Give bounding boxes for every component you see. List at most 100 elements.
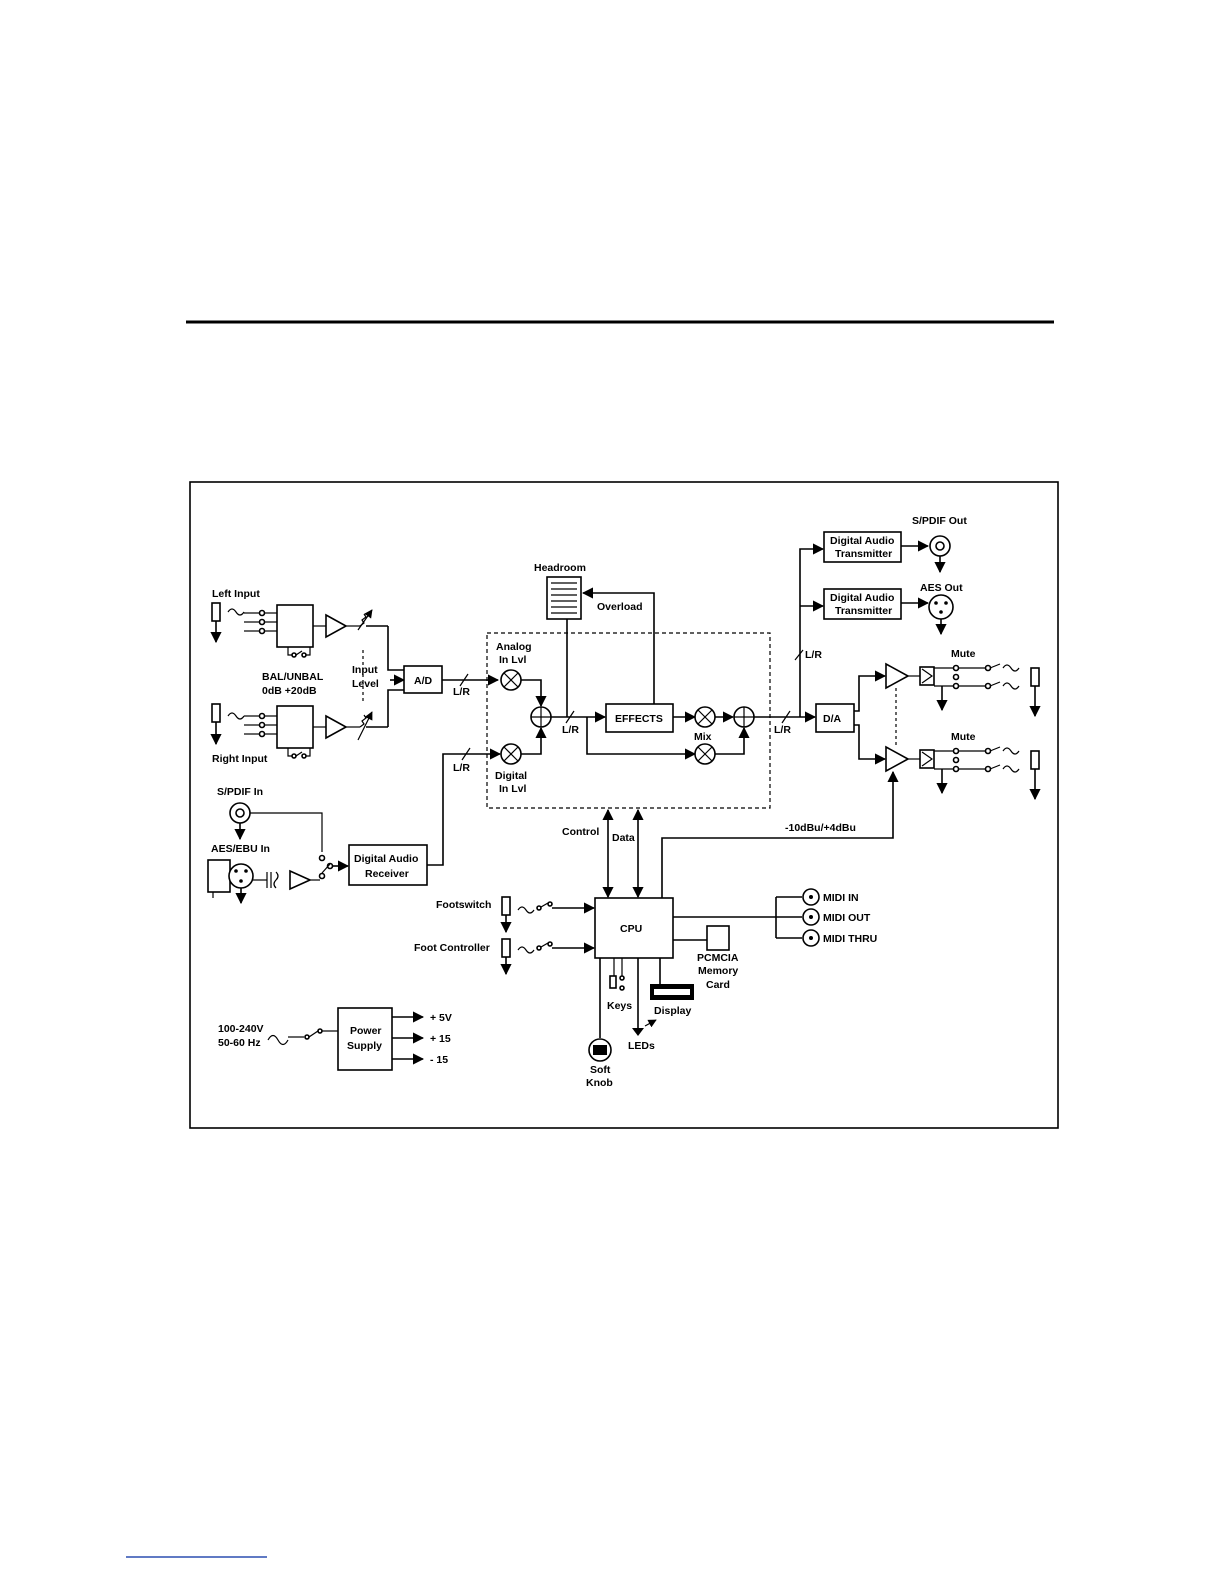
foot-controller-label: Foot Controller <box>414 942 490 954</box>
soft-knob-label-1: Soft <box>590 1064 611 1076</box>
aes-ebu-in-label: AES/EBU In <box>211 843 270 855</box>
leds-label: LEDs <box>628 1040 655 1052</box>
midi-in-connector-icon <box>802 888 820 906</box>
da-converter-label: D/A <box>823 713 842 725</box>
da-converter-block <box>815 703 855 733</box>
display-icon <box>650 984 694 1000</box>
power-supply-label-1: Power <box>350 1025 382 1037</box>
left-preamp-icon <box>325 613 348 639</box>
lr-label-ad: L/R <box>453 686 470 698</box>
aes-out-label: AES Out <box>920 582 963 594</box>
input-level-label-1: Input <box>352 664 378 676</box>
upper-output-jack-icon <box>1030 667 1040 687</box>
midi-thru-label: MIDI THRU <box>823 933 877 945</box>
pcmcia-label-3: Card <box>706 979 730 991</box>
right-input-section: Right Input <box>210 703 388 765</box>
analog-multiplier-icon <box>500 669 522 691</box>
upper-output-amp-icon <box>885 662 910 690</box>
mains-voltage-label: 100-240V <box>218 1023 264 1035</box>
left-input-label: Left Input <box>212 588 260 600</box>
effects-label: EFFECTS <box>615 713 663 725</box>
midi-thru-connector-icon <box>802 929 820 947</box>
output-summer-icon <box>733 706 755 728</box>
output-level-label: -10dBu/+4dBu <box>785 822 856 834</box>
digital-in-level-label-2: In Lvl <box>499 783 527 795</box>
lr-label-digital-in: L/R <box>453 762 470 774</box>
plus-5v-label: + 5V <box>430 1012 452 1024</box>
wet-mix-multiplier-icon <box>694 706 716 728</box>
analog-in-level-label-1: Analog <box>496 641 532 653</box>
left-bal-unbal-block <box>276 604 314 648</box>
display-label: Display <box>654 1005 692 1017</box>
lower-mute-label: Mute <box>951 731 976 743</box>
bal-unbal-label: BAL/UNBAL <box>262 671 324 683</box>
dsp-region <box>486 632 771 809</box>
power-supply-label-2: Supply <box>347 1040 382 1052</box>
diagram-frame <box>189 481 1059 1129</box>
spdif-in-label: S/PDIF In <box>217 786 263 798</box>
keys-icon <box>609 975 617 989</box>
minus-15v-label: - 15 <box>430 1054 448 1066</box>
lower-output-section: Mute <box>885 731 1041 801</box>
left-input-section: Left Input <box>210 588 388 658</box>
data-label: Data <box>612 832 635 844</box>
power-supply-block <box>337 1007 393 1071</box>
ad-converter-label: A/D <box>414 675 433 687</box>
lower-output-jack-icon <box>1030 750 1040 770</box>
aes-ebu-in-connector-icon <box>207 859 254 905</box>
left-jack-icon <box>211 602 221 622</box>
effects-block <box>605 703 674 733</box>
right-jack-icon <box>211 703 221 723</box>
right-bal-unbal-block <box>276 705 314 749</box>
spdif-transmitter-label-1: Digital Audio <box>830 535 894 547</box>
digital-receiver-label-1: Digital Audio <box>354 853 418 865</box>
midi-out-label: MIDI OUT <box>823 912 871 924</box>
led-icon <box>632 1028 644 1036</box>
aes-transmitter-label-2: Transmitter <box>835 605 892 617</box>
control-label: Control <box>562 826 599 838</box>
digital-in-level-label-1: Digital <box>495 770 527 782</box>
plus-15v-label: + 15 <box>430 1033 451 1045</box>
spdif-in-connector-icon <box>229 802 251 841</box>
upper-output-section: Mute <box>885 648 1041 718</box>
soft-knob-label-2: Knob <box>586 1077 613 1089</box>
aes-in-amp-icon <box>289 869 312 891</box>
pcmcia-label-1: PCMCIA <box>697 952 739 964</box>
aes-transmitter-block <box>823 588 902 620</box>
midi-in-label: MIDI IN <box>823 892 859 904</box>
headroom-meter-icon <box>546 576 582 620</box>
lr-label-output: L/R <box>774 724 791 736</box>
digital-receiver-block <box>348 844 428 886</box>
aes-transmitter-label-1: Digital Audio <box>830 592 894 604</box>
right-preamp-icon <box>325 714 348 740</box>
keys-label: Keys <box>607 1000 632 1012</box>
headroom-label: Headroom <box>534 562 586 574</box>
midi-out-connector-icon <box>802 908 820 926</box>
lr-label-digital-out: L/R <box>805 649 822 661</box>
ac-wave-icon <box>267 1034 289 1046</box>
dry-mix-multiplier-icon <box>694 743 716 765</box>
bal-unbal-gain-label: 0dB +20dB <box>262 685 317 697</box>
spdif-transmitter-block <box>823 531 902 563</box>
digital-receiver-label-2: Receiver <box>365 868 409 880</box>
aes-out-connector-icon <box>928 594 954 636</box>
digital-multiplier-icon <box>500 743 522 765</box>
cpu-label: CPU <box>620 923 642 935</box>
analog-in-level-label-2: In Lvl <box>499 654 527 666</box>
footswitch-jack-icon <box>501 896 511 916</box>
mains-frequency-label: 50-60 Hz <box>218 1037 261 1049</box>
soft-knob-icon <box>588 1038 612 1062</box>
cpu-block <box>594 897 674 959</box>
overload-label: Overload <box>597 601 643 613</box>
footswitch-label: Footswitch <box>436 899 491 911</box>
lower-output-amp-icon <box>885 745 910 773</box>
lr-label-summer: L/R <box>562 724 579 736</box>
input-summer-icon <box>530 706 552 728</box>
input-level-label-2: Level <box>352 678 379 690</box>
foot-controller-jack-icon <box>501 938 511 958</box>
spdif-out-connector-icon <box>929 535 951 574</box>
pcmcia-label-2: Memory <box>698 965 738 977</box>
pcmcia-card-icon <box>706 925 730 951</box>
